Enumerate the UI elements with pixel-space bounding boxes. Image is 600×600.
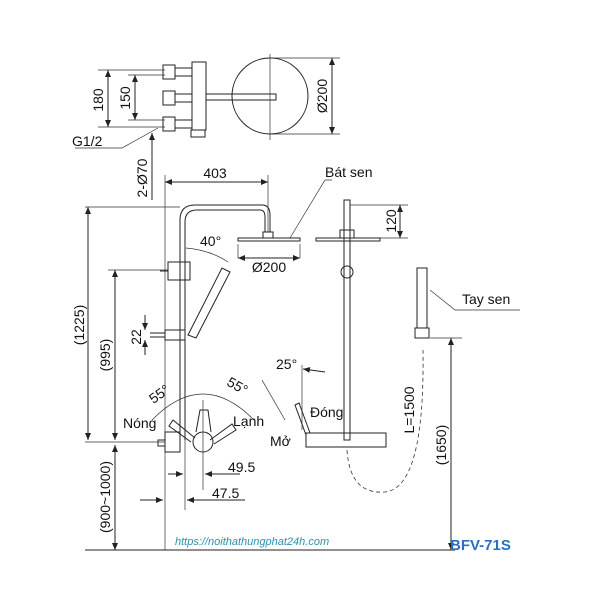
dim-total: (1225) — [71, 305, 87, 345]
dim-22: 22 — [128, 329, 144, 345]
label-cold: Lạnh — [233, 413, 264, 429]
angle-hot: 55° — [146, 381, 173, 406]
flange-diameter: 2-Ø70 — [134, 158, 150, 197]
dim-150: 150 — [117, 86, 133, 110]
website-url[interactable]: https://noithathungphat24h.com — [175, 536, 329, 548]
dim-install: (900~1000) — [97, 461, 113, 533]
dim-47-5: 47.5 — [212, 485, 239, 501]
label-open: Mở — [270, 433, 291, 449]
dim-1650: (1650) — [433, 425, 449, 465]
thread-label: G1/2 — [72, 133, 103, 149]
model-number: BFV-71S — [450, 537, 511, 554]
dim-120: 120 — [383, 209, 399, 233]
top-head-diameter: Ø200 — [314, 79, 330, 113]
label-hand-shower: Tay sen — [462, 291, 510, 307]
dim-bar: (995) — [97, 339, 113, 372]
label-hot: Nóng — [123, 415, 156, 431]
dim-arm: 403 — [203, 165, 227, 181]
label-close: Đóng — [310, 404, 343, 420]
dim-49-5: 49.5 — [228, 459, 255, 475]
front-view — [85, 175, 455, 551]
top-view — [75, 54, 340, 200]
side-view — [261, 179, 520, 550]
angle-cold: 55° — [224, 373, 250, 397]
angle-hand: 40° — [200, 233, 221, 249]
angle-diverter: 25° — [276, 356, 297, 372]
front-head-diameter: Ø200 — [252, 259, 286, 275]
hose-length: L=1500 — [401, 386, 417, 433]
dim-180: 180 — [90, 88, 106, 112]
label-head: Bát sen — [325, 164, 372, 180]
